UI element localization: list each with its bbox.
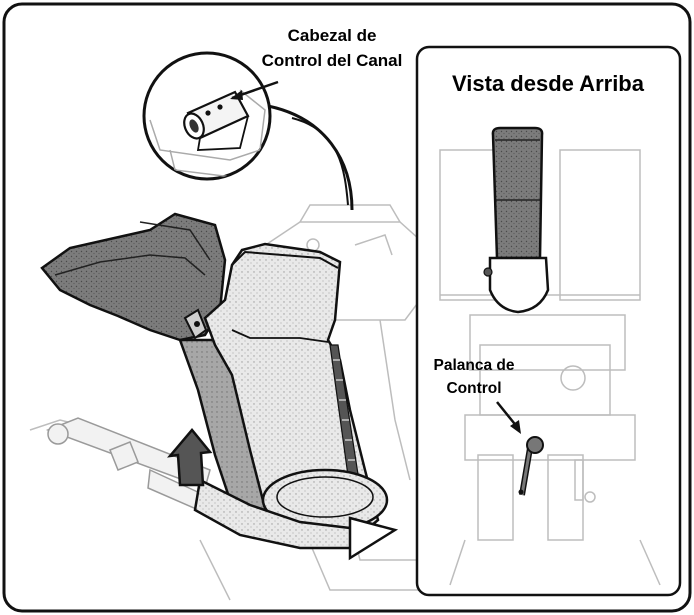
control-lever — [518, 436, 544, 496]
top-view-chute — [483, 126, 550, 314]
rotation-arrow-head-icon — [166, 428, 213, 487]
top-view-title: Vista desde Arriba — [452, 71, 645, 96]
curved-rotation-arrow-icon — [348, 516, 399, 561]
lever-label-line1: Palanca de — [434, 357, 515, 374]
snowblower-illustration: Cabezal de Control del Canal — [29, 26, 441, 601]
discharge-chute — [203, 242, 389, 540]
callout-label-line1: Cabezal de — [288, 26, 377, 45]
lever-label-line2: Control — [446, 380, 501, 397]
callout-label-line2: Control del Canal — [262, 51, 403, 70]
top-view-panel: Vista desde Arriba — [415, 45, 682, 597]
chute-control-head-callout — [142, 51, 279, 181]
